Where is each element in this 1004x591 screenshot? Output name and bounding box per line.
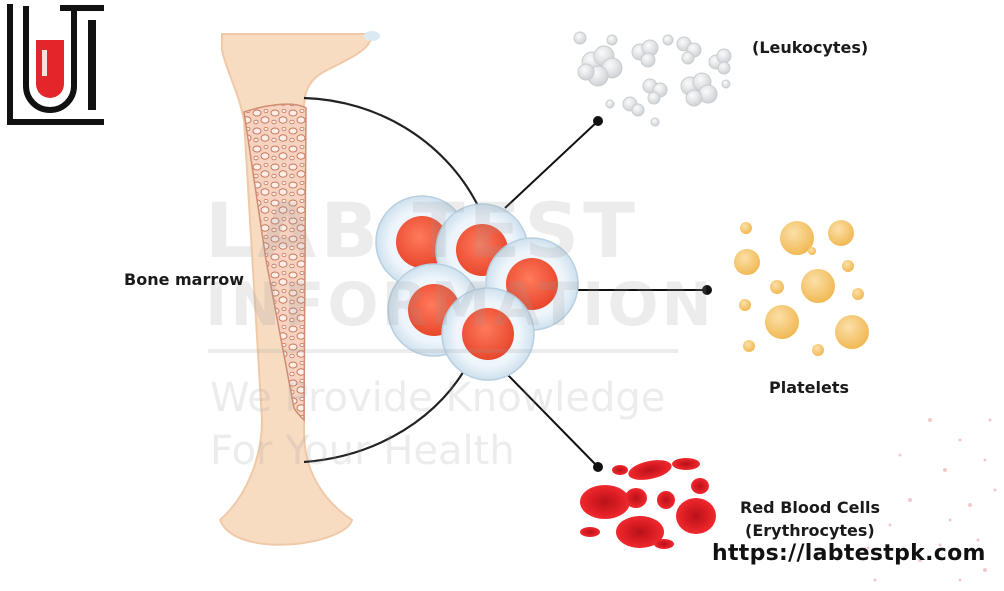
- erythrocytes-label: (Erythrocytes): [745, 521, 875, 540]
- platelets-cluster: [734, 220, 869, 356]
- connector-lines: [504, 116, 712, 472]
- labtest-logo: [7, 4, 104, 125]
- leukocytes-cluster: [573, 31, 732, 127]
- website-url: https://labtestpk.com: [712, 541, 986, 566]
- decorative-dots: [866, 418, 997, 582]
- arc-bottom: [303, 359, 471, 464]
- arc-top: [303, 96, 481, 211]
- bone-marrow-label: Bone marrow: [124, 270, 245, 289]
- red-blood-cells-label: Red Blood Cells: [740, 498, 880, 517]
- stem-cell-cluster: [375, 195, 579, 381]
- watermark-line4: For Your Health: [210, 428, 515, 474]
- watermark-line3: We Provide Knowledge: [210, 375, 666, 421]
- watermark-line1: LAB TEST: [205, 186, 639, 275]
- red-blood-cells-cluster: [580, 458, 716, 549]
- test-tube-logo-icon: [23, 6, 77, 113]
- stem-cell: [375, 195, 469, 289]
- bone: [218, 31, 380, 546]
- watermark-divider: [208, 349, 678, 353]
- stem-cell: [441, 287, 535, 381]
- platelets-label: Platelets: [769, 378, 850, 397]
- leukocytes-label: (Leukocytes): [752, 38, 869, 57]
- watermark-line2: INFORMATION: [205, 270, 715, 340]
